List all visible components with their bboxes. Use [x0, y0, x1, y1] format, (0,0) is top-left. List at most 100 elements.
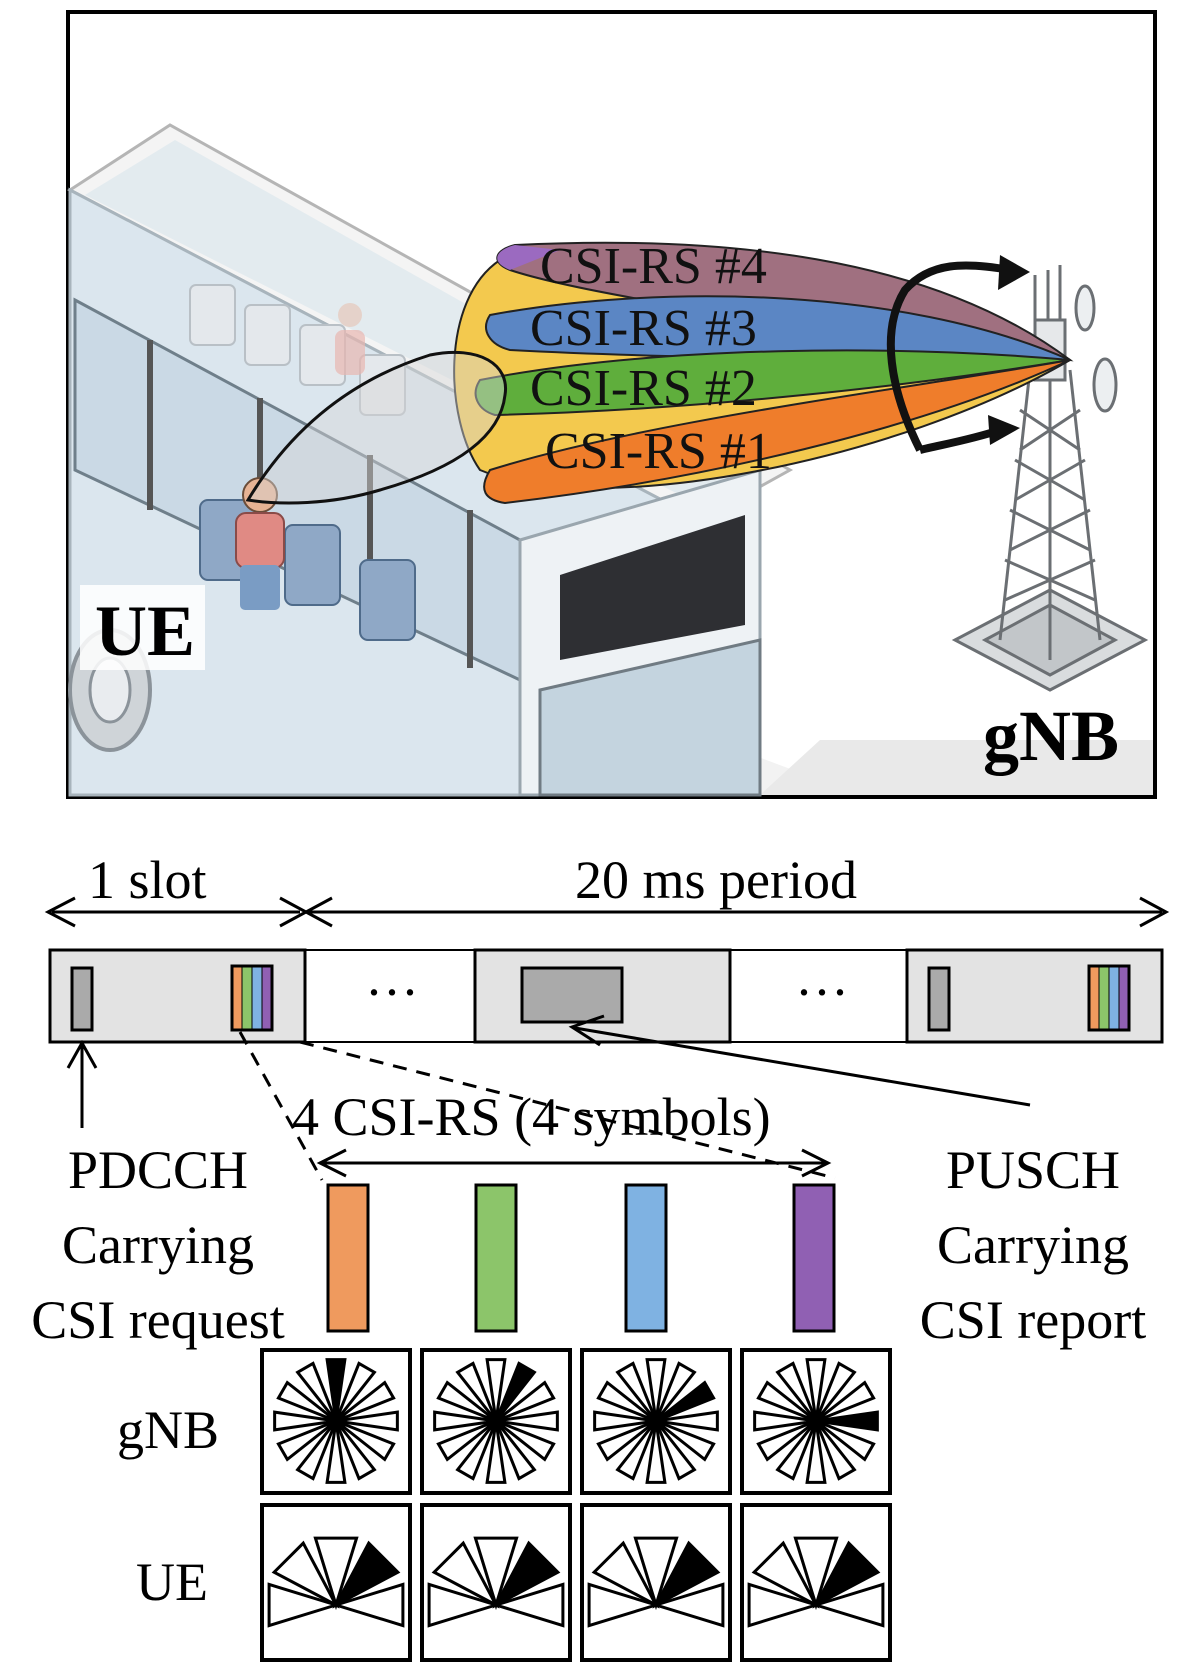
timeline: 1 slot 20 ms period ··· ···	[31, 850, 1170, 1662]
gnb-beam-wedge	[276, 1419, 337, 1462]
slot-label: 1 slot	[88, 850, 207, 910]
gnb-beam-wedge	[436, 1419, 497, 1462]
ue-beam-patterns	[260, 1503, 892, 1662]
pusch-line-3: CSI report	[920, 1290, 1146, 1350]
csi-rs-symbol-3	[624, 1183, 668, 1333]
ue-beam-wedge	[431, 1540, 500, 1609]
pdcch-symbol	[70, 966, 94, 1032]
gnb-beam-wedge	[615, 1420, 658, 1481]
beam-label-3: CSI-RS #3	[530, 300, 757, 357]
beam-label-2: CSI-RS #2	[530, 360, 757, 417]
csi-rs-symbols-slot-1	[230, 964, 274, 1032]
gnb-beam-wedge	[645, 1420, 667, 1484]
gnb-beam-wedge	[654, 1361, 697, 1422]
gnb-beam-wedge	[485, 1420, 507, 1484]
gnb-beam-wedge	[335, 1410, 399, 1432]
beam-group: CSI-RS #4 CSI-RS #3 CSI-RS #2 CSI-RS #1	[245, 238, 1074, 505]
gnb-beam-wedge	[756, 1419, 817, 1462]
ue-beam-wedge	[793, 1536, 839, 1611]
gnb-beam-wedge	[495, 1419, 556, 1462]
gnb-beam-wedge	[433, 1410, 497, 1432]
ue-beam-wedge	[271, 1540, 340, 1609]
gnb-beam-wedge	[645, 1358, 667, 1422]
gnb-beam-wedge	[805, 1358, 827, 1422]
gnb-beam-wedge	[273, 1410, 337, 1432]
gnb-beam-wedge	[335, 1419, 396, 1462]
beam-label-4: CSI-RS #4	[540, 238, 767, 295]
gnb-beam-wedge	[655, 1380, 716, 1423]
gnb-beam-wedge	[815, 1419, 876, 1462]
gnb-beam-wedge	[335, 1380, 396, 1423]
ue-beam-wedge	[633, 1536, 679, 1611]
zoom-line-right	[299, 1040, 836, 1180]
ue-beam-wedge	[427, 1582, 502, 1628]
gnb-beam-wedge	[276, 1380, 337, 1423]
gnb-beam-wedge	[814, 1361, 857, 1422]
gnb-beam-wedge	[615, 1361, 658, 1422]
ue-beam-wedge	[747, 1582, 822, 1628]
ue-beam-wedge	[652, 1540, 721, 1609]
ue-beam-wedge	[587, 1582, 662, 1628]
pusch-line-1: PUSCH	[946, 1140, 1120, 1200]
gnb-label: gNB	[983, 696, 1119, 776]
gnb-row-label: gNB	[117, 1400, 219, 1460]
ue-beam-wedge	[591, 1540, 660, 1609]
pusch-symbol	[520, 966, 624, 1024]
gnb-beam-wedge	[775, 1361, 818, 1422]
pusch-pointer	[574, 1026, 1031, 1107]
ue-beam-wedge	[267, 1582, 342, 1628]
ue-beam-wedge	[490, 1582, 565, 1628]
csi-rs-symbol-4	[792, 1183, 836, 1333]
ue-beam-wedge	[751, 1540, 820, 1609]
gnb-beam-wedge	[654, 1420, 697, 1481]
ue-beam-wedge	[810, 1582, 885, 1628]
ellipsis-2: ···	[795, 962, 849, 1022]
gnb-beam-wedge	[295, 1420, 338, 1481]
gnb-beam-wedge	[753, 1410, 817, 1432]
ue-beam-wedge	[492, 1540, 561, 1609]
gnb-beam-wedge	[756, 1380, 817, 1423]
pdcch-line-2: Carrying	[62, 1215, 254, 1275]
ellipsis-1: ···	[365, 962, 419, 1022]
csi-rs-symbols-slot-next	[1087, 964, 1131, 1032]
gnb-beam-patterns	[260, 1348, 892, 1495]
ue-beam-wedge	[473, 1536, 519, 1611]
gnb-beam-wedge	[455, 1361, 498, 1422]
gnb-beam-wedge	[814, 1420, 857, 1481]
beam-label-1: CSI-RS #1	[545, 423, 772, 480]
ue-beam-wedge	[313, 1536, 359, 1611]
gnb-beam-wedge	[596, 1419, 657, 1462]
ue-label: UE	[95, 591, 195, 671]
gnb-beam-wedge	[494, 1361, 537, 1422]
csi-rs-span-label: 4 CSI-RS (4 symbols)	[292, 1087, 771, 1147]
gnb-beam-wedge	[334, 1420, 377, 1481]
gnb-beam-wedge	[495, 1380, 556, 1423]
gnb-beam-wedge	[325, 1358, 347, 1422]
gnb-beam-wedge	[775, 1420, 818, 1481]
gnb-beam-wedge	[455, 1420, 498, 1481]
gnb-beam-wedge	[485, 1358, 507, 1422]
pdcch-line-3: CSI request	[31, 1290, 284, 1350]
beam-csi-rs-2	[474, 349, 1071, 417]
ue-beam-wedge	[330, 1582, 405, 1628]
gnb-beam-wedge	[494, 1420, 537, 1481]
gnb-beam-wedge	[815, 1410, 879, 1432]
gnb-beam-wedge	[436, 1380, 497, 1423]
rotation-arrow-top	[886, 261, 1011, 452]
ue-beam-wedge	[650, 1582, 725, 1628]
ue-beam-wedge	[812, 1540, 881, 1609]
ue-beam	[245, 350, 508, 505]
gnb-beam-wedge	[593, 1410, 657, 1432]
pusch-line-2: Carrying	[937, 1215, 1129, 1275]
csi-rs-symbol-1	[326, 1183, 370, 1333]
gnb-beam-wedge	[655, 1419, 716, 1462]
beam-csi-rs-1	[483, 359, 1071, 505]
ue-row-label: UE	[136, 1552, 208, 1612]
pdcch-line-1: PDCCH	[68, 1140, 248, 1200]
ue-beam-wedge	[332, 1540, 401, 1609]
gnb-beam-wedge	[805, 1420, 827, 1484]
gnb-beam-wedge	[815, 1380, 876, 1423]
gnb-beam-wedge	[596, 1380, 657, 1423]
gnb-beam-wedge	[334, 1361, 377, 1422]
